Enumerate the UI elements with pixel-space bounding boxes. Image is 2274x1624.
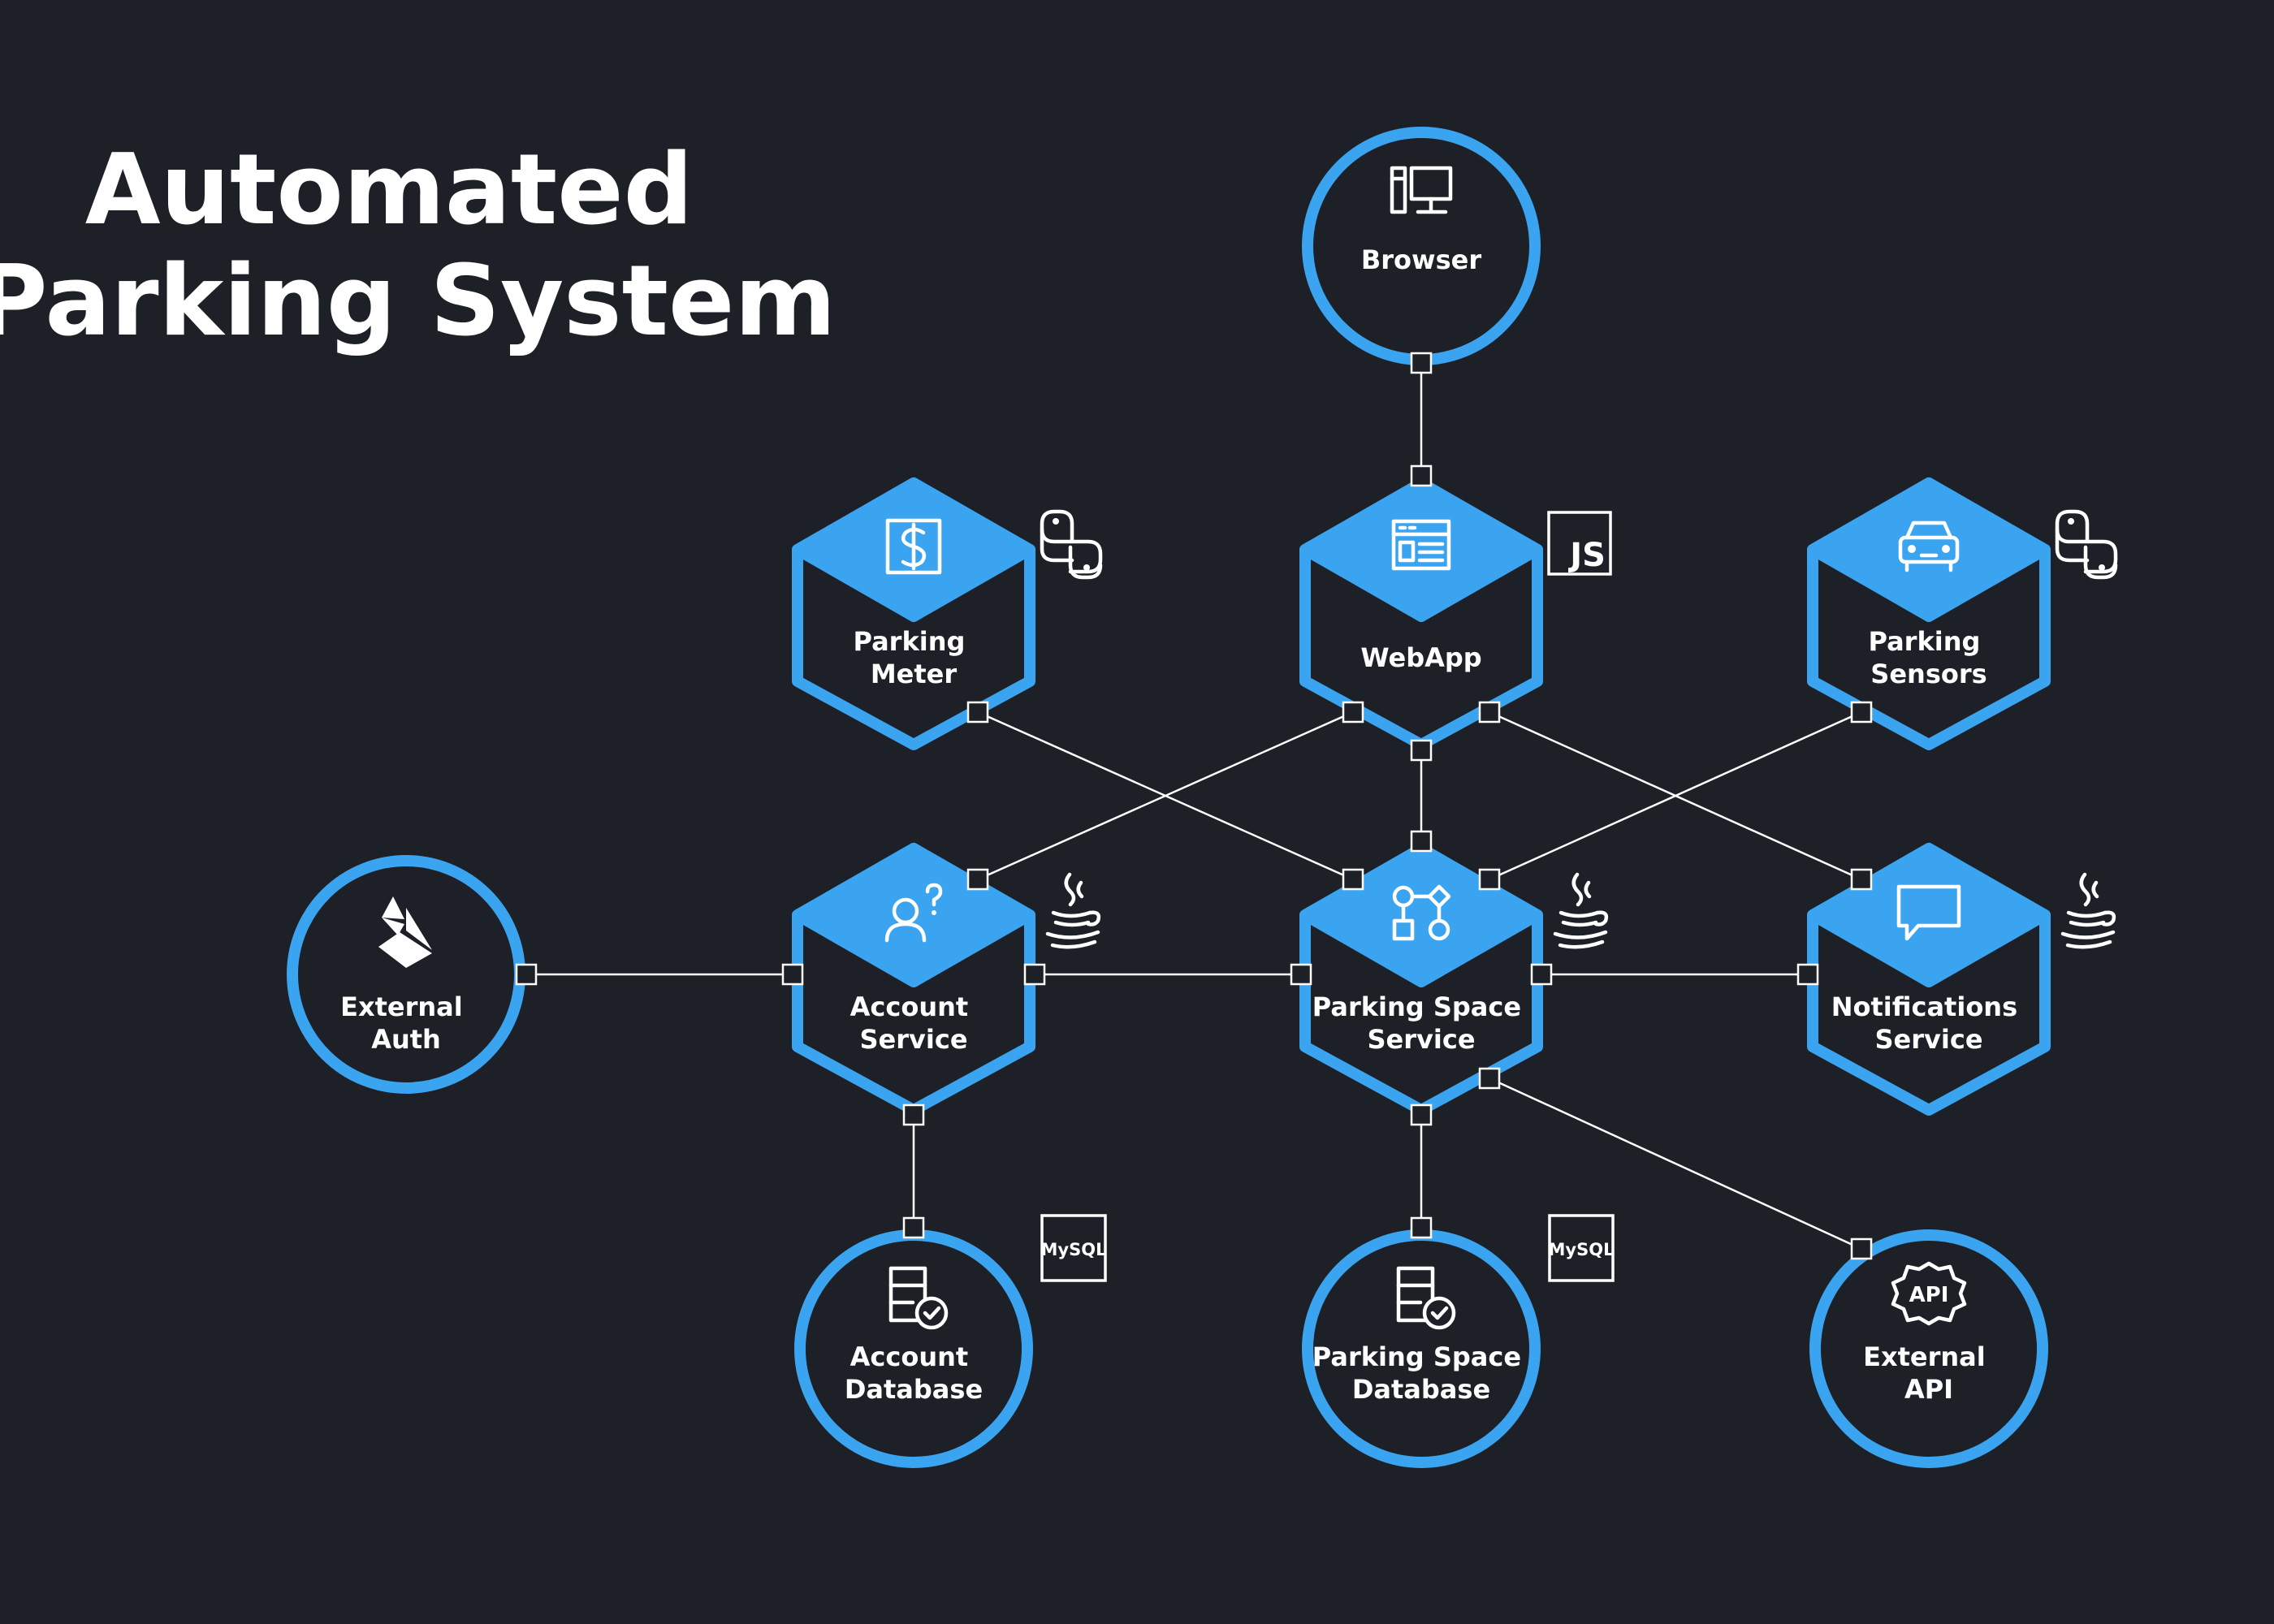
port-parking-meter-bottom-right[interactable] [966,701,989,723]
port-parking-space-service-right[interactable] [1530,963,1553,986]
port-webapp-bottom-left[interactable] [1342,701,1364,723]
mysql-badge: MySQL [1040,1214,1107,1282]
java-logo-icon [1553,872,1609,949]
node-external-auth[interactable]: External Auth [287,855,525,1094]
notifications-service-label: Notifications Service [1831,991,2027,1055]
port-parking-space-database-top[interactable] [1410,1216,1433,1239]
port-account-database-top[interactable] [902,1216,925,1239]
browser-label: Browser [1361,244,1481,275]
node-parking-meter[interactable]: Parking Meter [792,477,1103,750]
car-icon [1898,520,1960,572]
port-account-service-right[interactable] [1023,963,1046,986]
webapp-hexagon-top [1299,477,1543,622]
title-line-2: Parking System [0,245,836,358]
port-external-api-top-left[interactable] [1850,1237,1873,1260]
user-question-icon [884,883,943,943]
node-browser[interactable]: Browser [1302,127,1541,365]
monitor-icon [1390,166,1453,214]
port-parking-space-service-top-left[interactable] [1342,868,1364,891]
chat-bubble-icon [1896,884,1961,941]
diagram-title: Automated Parking System [0,134,836,358]
port-webapp-bottom-right[interactable] [1478,701,1501,723]
python-logo-icon [1040,509,1103,580]
node-parking-sensors[interactable]: Parking Sensors [1807,477,2118,750]
parking-sensors-label: Parking Sensors [1868,626,1989,689]
connections [526,363,1862,1250]
python-logo-icon [2055,509,2118,580]
port-account-service-bottom[interactable] [902,1104,925,1126]
external-api-ring [1809,1229,2048,1468]
firebase-icon [378,896,432,968]
port-parking-sensors-bottom-left[interactable] [1850,701,1873,723]
account-database-label: Account Database [845,1341,983,1405]
edge-parking-sensors-parking-space-service [1489,710,1862,881]
node-account-database[interactable]: Account Database MySQL [794,1214,1107,1468]
account-service-label: Account Service [850,991,978,1055]
external-auth-label: External Auth [340,991,472,1055]
parking-sensors-hexagon-top [1807,477,2051,622]
svg-text:JS: JS [1567,537,1606,574]
webapp-label: WebApp [1360,642,1481,673]
node-parking-space-service[interactable]: Parking Space Service [1299,843,1609,1116]
api-gear-icon: API [1891,1261,1967,1326]
connection-ports [515,352,1873,1260]
parking-space-service-label: Parking Space Service [1312,991,1530,1055]
port-parking-space-service-top-right[interactable] [1478,868,1501,891]
database-check-icon [888,1266,949,1330]
parking-meter-label: Parking Meter [853,626,974,689]
external-api-label: External API [1863,1341,1995,1405]
svg-text:MySQL: MySQL [1549,1240,1615,1259]
javascript-badge: JS [1547,511,1612,576]
port-browser-bottom[interactable] [1410,352,1433,374]
edge-parking-space-service-external-api [1489,1077,1862,1250]
port-account-service-top-right[interactable] [966,868,989,891]
port-account-service-left[interactable] [781,963,804,986]
parking-space-database-label: Parking Space Database [1312,1341,1530,1405]
port-notifications-service-left[interactable] [1796,963,1819,986]
java-logo-icon [2060,872,2116,949]
port-webapp-top[interactable] [1410,464,1433,487]
svg-text:API: API [1909,1283,1949,1307]
port-parking-space-service-bottom[interactable] [1410,1104,1433,1126]
title-line-1: Automated [85,134,694,247]
node-external-api[interactable]: API External API [1809,1229,2048,1468]
port-notifications-service-top-left[interactable] [1850,868,1873,891]
port-parking-space-service-bottom-right[interactable] [1478,1067,1501,1090]
edge-parking-meter-parking-space-service [977,710,1354,881]
svg-text:MySQL: MySQL [1041,1240,1107,1259]
workflow-icon [1392,884,1451,941]
java-logo-icon [1045,872,1101,949]
port-parking-space-service-left[interactable] [1290,963,1312,986]
mysql-badge: MySQL [1548,1214,1615,1282]
port-parking-space-service-top[interactable] [1410,830,1433,853]
dollar-sign-icon [885,518,942,575]
port-external-auth-right[interactable] [515,963,538,986]
port-webapp-bottom[interactable] [1410,739,1433,762]
database-check-icon [1396,1266,1456,1330]
browser-window-icon [1391,519,1451,571]
